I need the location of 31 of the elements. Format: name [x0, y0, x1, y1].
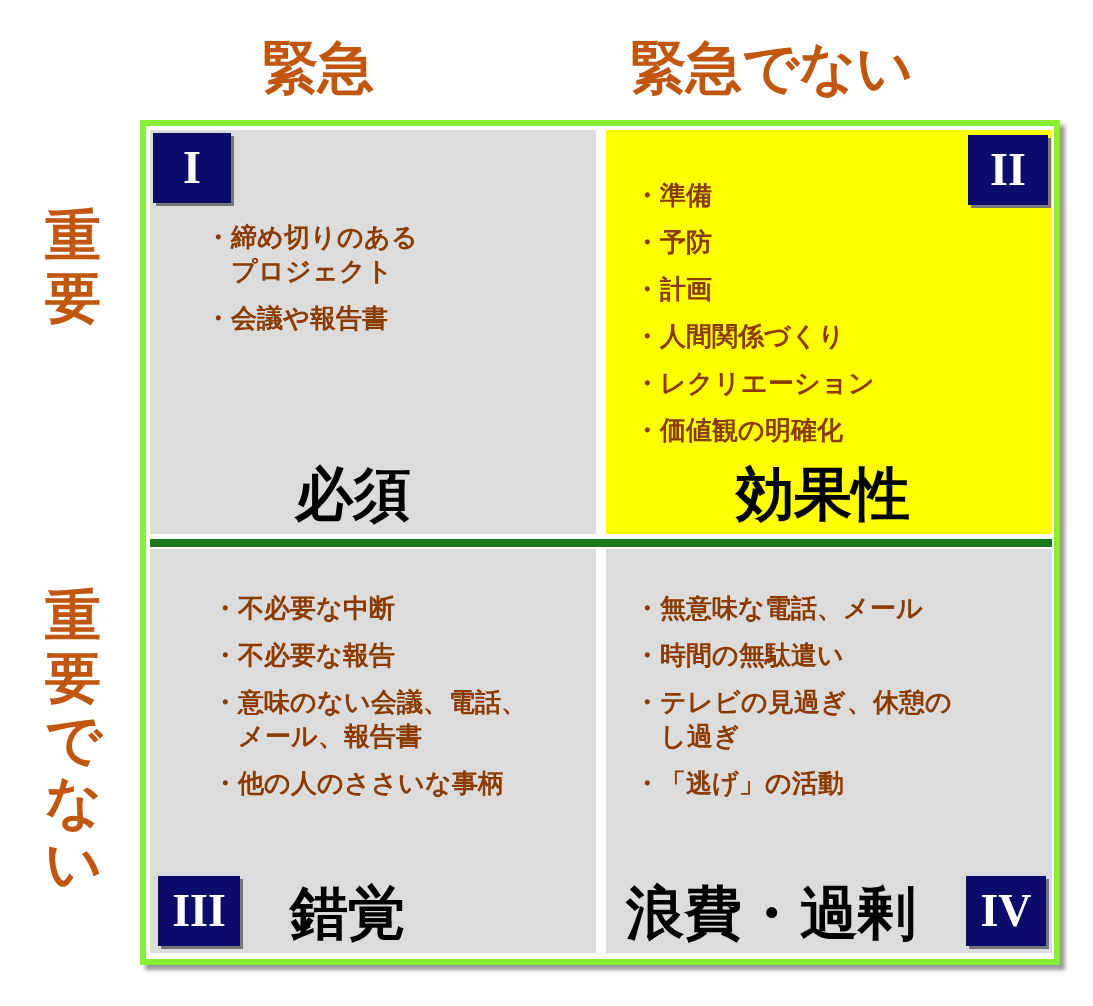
list-item: ・不必要な報告 [212, 639, 396, 672]
list-item: ・準備 [634, 179, 713, 212]
list-item: ・価値観の明確化 [634, 414, 844, 447]
list-item: ・意味のない会議、電話、メール、報告書 [212, 686, 528, 753]
row-header: 重要 [44, 205, 102, 329]
column-header: 緊急でない [630, 40, 913, 96]
list-item: ・締め切りのあるプロジェクト [205, 221, 419, 288]
list-item: ・予防 [634, 226, 713, 259]
quadrant-panel [150, 549, 596, 953]
roman-numeral-badge: I [153, 133, 231, 203]
roman-numeral-badge: IV [966, 876, 1046, 946]
roman-numeral-badge: III [158, 876, 240, 946]
list-item: ・不必要な中断 [212, 592, 396, 625]
roman-numeral-badge: II [968, 135, 1048, 205]
list-item: ・レクリエーション [634, 367, 876, 400]
list-item: ・人間関係づくり [634, 320, 846, 353]
list-item: ・「逃げ」の活動 [634, 767, 845, 800]
list-item: ・時間の無駄遣い [634, 639, 845, 672]
list-item: ・他の人のささいな事柄 [212, 767, 505, 800]
list-item: ・計画 [634, 273, 713, 306]
quadrant-title: 必須 [295, 465, 411, 523]
quadrant-title: 浪費・過剰 [626, 884, 916, 942]
quadrant-title: 効果性 [736, 465, 910, 523]
list-item: ・会議や報告書 [205, 302, 389, 335]
row-header: 重要でない [44, 585, 102, 895]
quadrant-panel [606, 549, 1052, 953]
quadrant-panel [606, 130, 1052, 534]
quadrant-panel [150, 130, 596, 534]
list-item: ・無意味な電話、メール [634, 592, 924, 625]
quadrant-title: 錯覚 [290, 884, 406, 942]
list-item: ・テレビの見過ぎ、休憩のし過ぎ [634, 686, 953, 753]
